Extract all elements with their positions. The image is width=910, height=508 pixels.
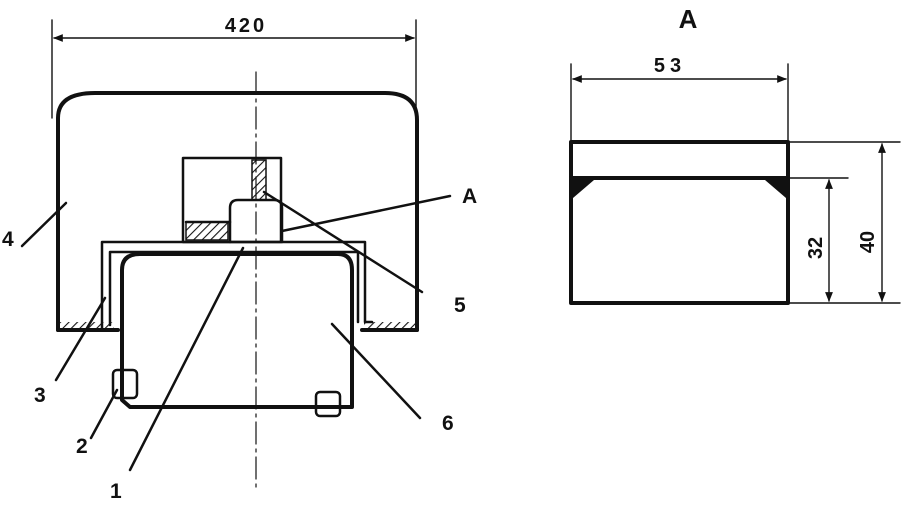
- dimension-420-text: 420: [225, 15, 267, 37]
- detail-profile: [569, 140, 790, 305]
- outer-cover: [56, 91, 419, 332]
- label-part-1: 1: [110, 480, 122, 503]
- dimension-420: 420: [51, 15, 417, 119]
- stud: [228, 159, 284, 244]
- dimension-32-text: 32: [805, 237, 827, 259]
- detail-view-title: A: [679, 4, 698, 34]
- main-body: [120, 252, 354, 409]
- detail-view-a: A 53 32 40: [569, 4, 901, 305]
- label-view-a: A: [462, 185, 477, 208]
- main-view: 420: [2, 15, 477, 503]
- upper-box: [181, 156, 283, 244]
- dimension-32: 32: [805, 179, 833, 302]
- label-part-2: 2: [76, 435, 88, 458]
- lower-boss: [314, 390, 342, 418]
- side-boss: [111, 368, 139, 400]
- label-part-3: 3: [34, 384, 46, 407]
- dimension-53: 53: [570, 55, 789, 141]
- label-part-4: 4: [2, 228, 14, 251]
- dimension-53-text: 53: [654, 55, 686, 77]
- dimension-40: 40: [857, 143, 886, 302]
- dimension-40-text: 40: [857, 231, 879, 253]
- leader-lines: [20, 190, 452, 472]
- label-part-6: 6: [442, 412, 454, 435]
- label-part-5: 5: [454, 294, 466, 317]
